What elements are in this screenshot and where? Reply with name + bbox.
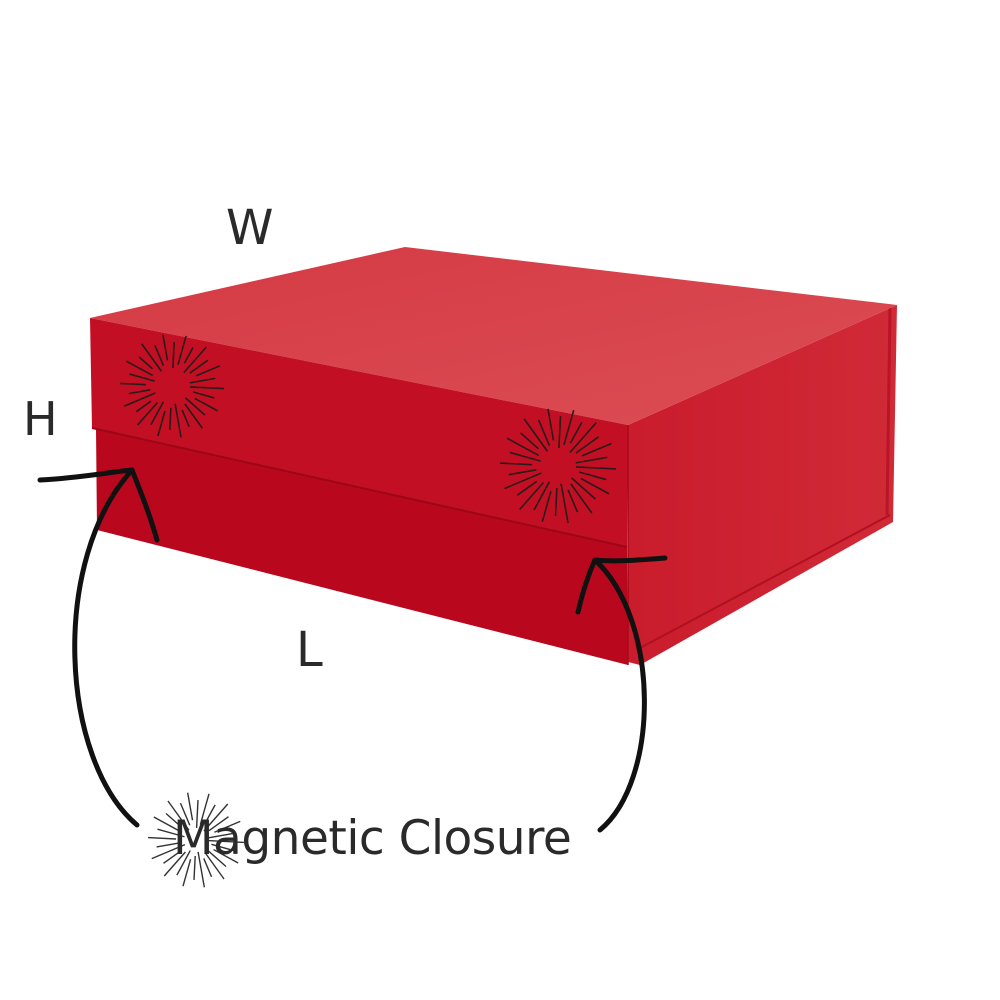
starburst-ray (214, 820, 241, 833)
starburst-ray (163, 851, 186, 877)
starburst-ray (150, 401, 165, 426)
starburst-ray (558, 416, 562, 449)
starburst-ray (169, 407, 172, 430)
starburst-ray (138, 356, 154, 370)
starburst-ray (519, 432, 540, 450)
width-label: W (226, 200, 274, 256)
starburst-ray (207, 839, 244, 844)
starburst-ray (157, 828, 185, 838)
starburst-ray (174, 403, 182, 438)
starburst-ray (183, 346, 208, 374)
starburst-ray (509, 451, 541, 462)
starburst-ray (136, 401, 159, 426)
starburst-ray (167, 800, 190, 831)
starburst-ray (189, 386, 224, 390)
starburst-ray (182, 859, 192, 887)
starburst-ray (163, 851, 181, 864)
starburst-ray (207, 832, 236, 839)
starburst-ray (177, 335, 187, 366)
starburst-ray (569, 421, 597, 454)
starburst-ray (508, 469, 537, 476)
starburst-ray (151, 844, 186, 860)
starburst-ray (129, 373, 155, 382)
starburst-ray (172, 342, 175, 369)
starburst-ray (128, 389, 151, 395)
starburst-ray (570, 483, 593, 514)
starburst-ray (547, 408, 555, 441)
starburst-ray (581, 442, 612, 457)
starburst-ray (500, 462, 533, 466)
starburst-ray (541, 490, 552, 523)
starburst-ray (154, 345, 165, 367)
starburst-ray (194, 397, 219, 412)
starburst-ray (199, 793, 210, 825)
starburst-ray (569, 421, 583, 444)
starburst-ray (189, 377, 216, 384)
starburst-ray (162, 334, 169, 361)
starburst-ray (537, 419, 551, 447)
starburst-icon (120, 334, 224, 438)
starburst-ray (148, 836, 177, 840)
starburst-ray (189, 359, 209, 374)
starburst-ray (120, 382, 147, 386)
arrow-icon (575, 555, 668, 833)
box-lid-front (90, 318, 628, 547)
starburst-ray (533, 481, 551, 511)
box-base-front (96, 428, 628, 665)
starburst-ray (567, 489, 579, 513)
magnetic-closure-label: Magnetic Closure (173, 811, 572, 866)
starburst-ray (135, 400, 152, 413)
starburst-ray (179, 802, 191, 826)
starburst-ray (193, 855, 196, 880)
starburst-ray (516, 480, 538, 496)
starburst-ray (195, 365, 221, 377)
starburst-ray (156, 842, 181, 848)
starburst-ray (204, 852, 225, 880)
starburst-ray (560, 483, 569, 524)
starburst-ray (192, 391, 215, 399)
starburst-ray (570, 477, 597, 500)
starburst-ray (523, 418, 549, 452)
starburst-ray (123, 392, 156, 407)
starburst-ray (554, 487, 558, 516)
starburst-ray (184, 397, 206, 416)
starburst-ray (575, 466, 616, 470)
box-top-face (90, 247, 897, 425)
starburst-ray (504, 472, 542, 490)
starburst-ray (575, 436, 600, 454)
starburst-ray (580, 477, 610, 495)
starburst-ray (197, 851, 206, 888)
starburst-ray (125, 360, 154, 377)
starburst-ray (519, 481, 545, 511)
length-label: L (296, 622, 323, 678)
starburst-ray (186, 792, 194, 821)
starburst-ray (208, 816, 229, 832)
starburst-ray (165, 813, 182, 828)
starburst-ray (563, 409, 575, 446)
starburst-ray (157, 410, 166, 437)
starburst-ray (184, 403, 203, 429)
starburst-ray (153, 816, 183, 833)
starburst-ray (506, 437, 540, 457)
height-label: H (23, 392, 58, 446)
starburst-ray (204, 847, 227, 867)
starburst-ray (203, 858, 213, 878)
starburst-ray (176, 850, 191, 876)
starburst-ray (211, 843, 235, 852)
starburst-ray (183, 346, 194, 364)
starburst-icon (500, 408, 616, 524)
starburst-ray (578, 471, 607, 481)
starburst-ray (181, 409, 190, 427)
starburst-ray (204, 804, 216, 823)
starburst-ray (203, 803, 229, 832)
starburst-ray (195, 800, 199, 829)
arrow-icon (37, 467, 160, 828)
starburst-ray (213, 848, 239, 864)
starburst-ray (141, 343, 163, 372)
starburst-icon (148, 792, 244, 888)
starburst-ray (575, 456, 608, 464)
